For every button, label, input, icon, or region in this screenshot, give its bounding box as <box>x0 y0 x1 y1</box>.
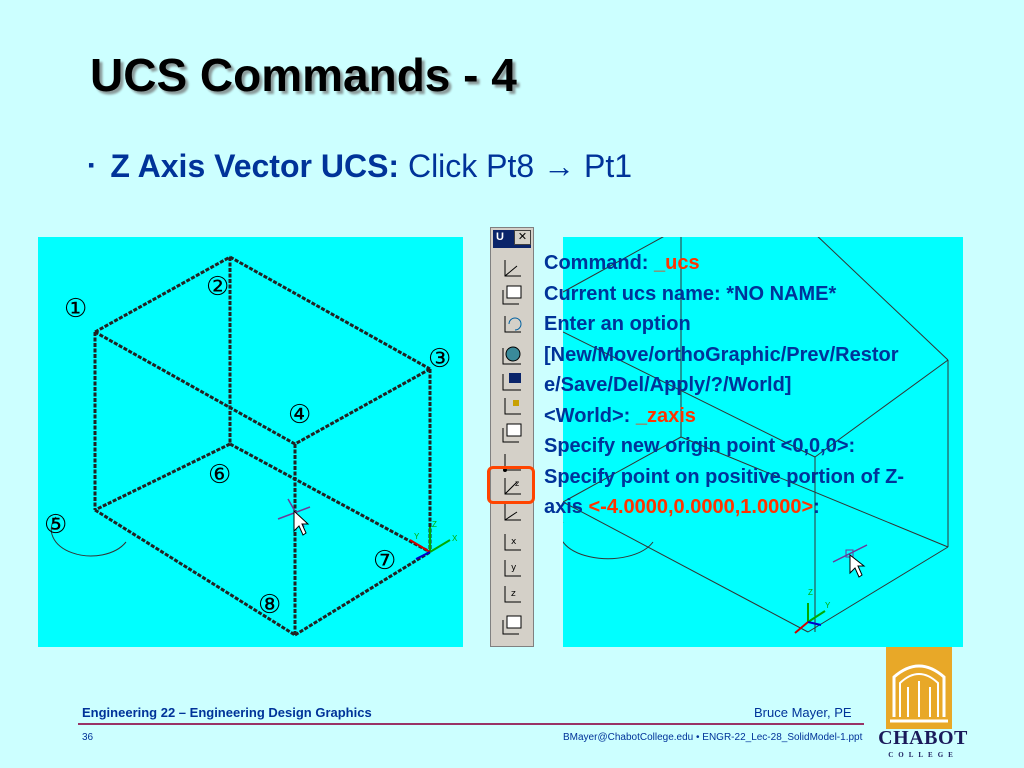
face-ucs-button[interactable] <box>497 394 527 420</box>
command-line-9: axis <-4.0000,0.0000,1.0000>: <box>544 492 1014 523</box>
command-line-text: Command: _ucs Current ucs name: *NO NAME… <box>544 248 1014 523</box>
selection-arc-right <box>558 521 654 560</box>
command-line-1: Command: _ucs <box>544 248 1014 279</box>
bullet-item: ▪ Z Axis Vector UCS: Click Pt8 → Pt1 <box>88 148 632 185</box>
y-axis-label: Y <box>414 532 420 541</box>
footer-author: Bruce Mayer, PE <box>754 705 852 720</box>
point-label-2: ② <box>206 272 229 302</box>
axis-prompt-suffix: : <box>813 496 820 518</box>
point-label-4: ④ <box>288 400 311 430</box>
z-axis-default-value: <-4.0000,0.0000,1.0000> <box>588 496 814 518</box>
origin-ucs-button[interactable] <box>497 450 527 476</box>
svg-text:x: x <box>511 537 517 547</box>
ucs-previous-button[interactable] <box>497 312 527 338</box>
world-prompt: <World>: <box>544 404 636 427</box>
svg-text:z: z <box>515 479 519 488</box>
x-axis-rotate-ucs-button[interactable]: x <box>497 530 527 556</box>
bullet-bold-text: Z Axis Vector UCS: <box>110 148 400 184</box>
display-ucs-dialog-button[interactable] <box>497 282 527 308</box>
toolbar-title: U <box>496 231 504 243</box>
point-label-3: ③ <box>428 344 451 374</box>
logo-name: CHABOT <box>878 727 968 749</box>
left-viewport[interactable]: Y Z X ① ② ③ ④ ⑤ ⑥ ⑦ ⑧ <box>38 237 463 647</box>
point-label-7: ⑦ <box>373 546 396 576</box>
command-line-5: e/Save/Del/Apply/?/World] <box>544 374 792 396</box>
slide-title: UCS Commands - 4 <box>90 49 517 101</box>
toolbar-button-highlight <box>487 466 535 504</box>
command-prompt: Command: <box>544 252 654 274</box>
z-axis-vector-ucs-button[interactable]: z <box>497 474 527 500</box>
cursor-crosshair-icon <box>277 498 311 536</box>
logo-sub: COLLEGE <box>888 751 958 759</box>
page-number: 36 <box>82 732 94 743</box>
bullet-rest-text: Click Pt8 → Pt1 <box>399 148 633 184</box>
y-axis-rotate-ucs-button[interactable]: y <box>497 556 527 582</box>
toolbar-close-button[interactable]: ✕ <box>514 230 531 245</box>
command-line-2: Current ucs name: *NO NAME* <box>544 282 837 305</box>
chabot-college-logo: CHABOT COLLEGE <box>878 645 968 765</box>
z-axis-rotate-ucs-button[interactable]: z <box>497 582 527 608</box>
logo-building-icon <box>890 664 948 723</box>
command-line-3: Enter an option <box>544 313 691 335</box>
command-line-8: Specify point on positive portion of Z- <box>544 465 904 488</box>
bullet-marker: ▪ <box>88 155 95 175</box>
point-label-8: ⑧ <box>258 590 281 620</box>
footer-divider <box>78 723 864 725</box>
left-cube-drawing: Y Z X ① ② ③ ④ ⑤ ⑥ ⑦ ⑧ <box>44 255 458 637</box>
apply-ucs-button[interactable] <box>497 612 527 638</box>
svg-text:y: y <box>511 563 517 573</box>
z-axis-label: Z <box>808 588 813 597</box>
ucs-axis-icon: Y Z X <box>409 520 458 560</box>
ucs-toolbar: U ✕ z x y z <box>490 227 534 647</box>
world-ucs-button[interactable] <box>497 342 527 368</box>
y-axis-label: Y <box>825 601 831 610</box>
command-ucs: _ucs <box>654 252 700 274</box>
z-axis-label: Z <box>432 520 437 529</box>
command-zaxis: _zaxis <box>635 404 696 427</box>
command-line-4: [New/Move/orthoGraphic/Prev/Restor <box>544 343 899 366</box>
point-label-5: ⑤ <box>44 510 67 540</box>
point-label-1: ① <box>64 294 87 324</box>
x-axis-label: X <box>452 534 458 543</box>
three-point-ucs-button[interactable] <box>497 500 527 526</box>
object-ucs-button[interactable] <box>497 368 527 394</box>
ucs-axis-icon: Z Y <box>794 588 831 634</box>
axis-prompt: axis <box>544 496 589 518</box>
view-ucs-button[interactable] <box>497 420 527 446</box>
footer-email-file: BMayer@ChabotCollege.edu • ENGR-22_Lec-2… <box>563 732 863 743</box>
ucs-button[interactable] <box>497 256 527 282</box>
command-line-6: <World>: _zaxis <box>544 401 1014 432</box>
logo-emblem <box>886 647 952 729</box>
right-viewport[interactable]: Z Y <box>558 226 963 647</box>
right-cube-drawing: Z Y <box>558 226 949 634</box>
svg-text:z: z <box>511 589 516 599</box>
selection-arc <box>50 516 127 557</box>
point-label-6: ⑥ <box>208 460 231 490</box>
footer-course: Engineering 22 – Engineering Design Grap… <box>82 705 372 720</box>
command-line-7: Specify new origin point <0,0,0>: <box>544 435 856 457</box>
cursor-crosshair-icon <box>832 544 868 578</box>
